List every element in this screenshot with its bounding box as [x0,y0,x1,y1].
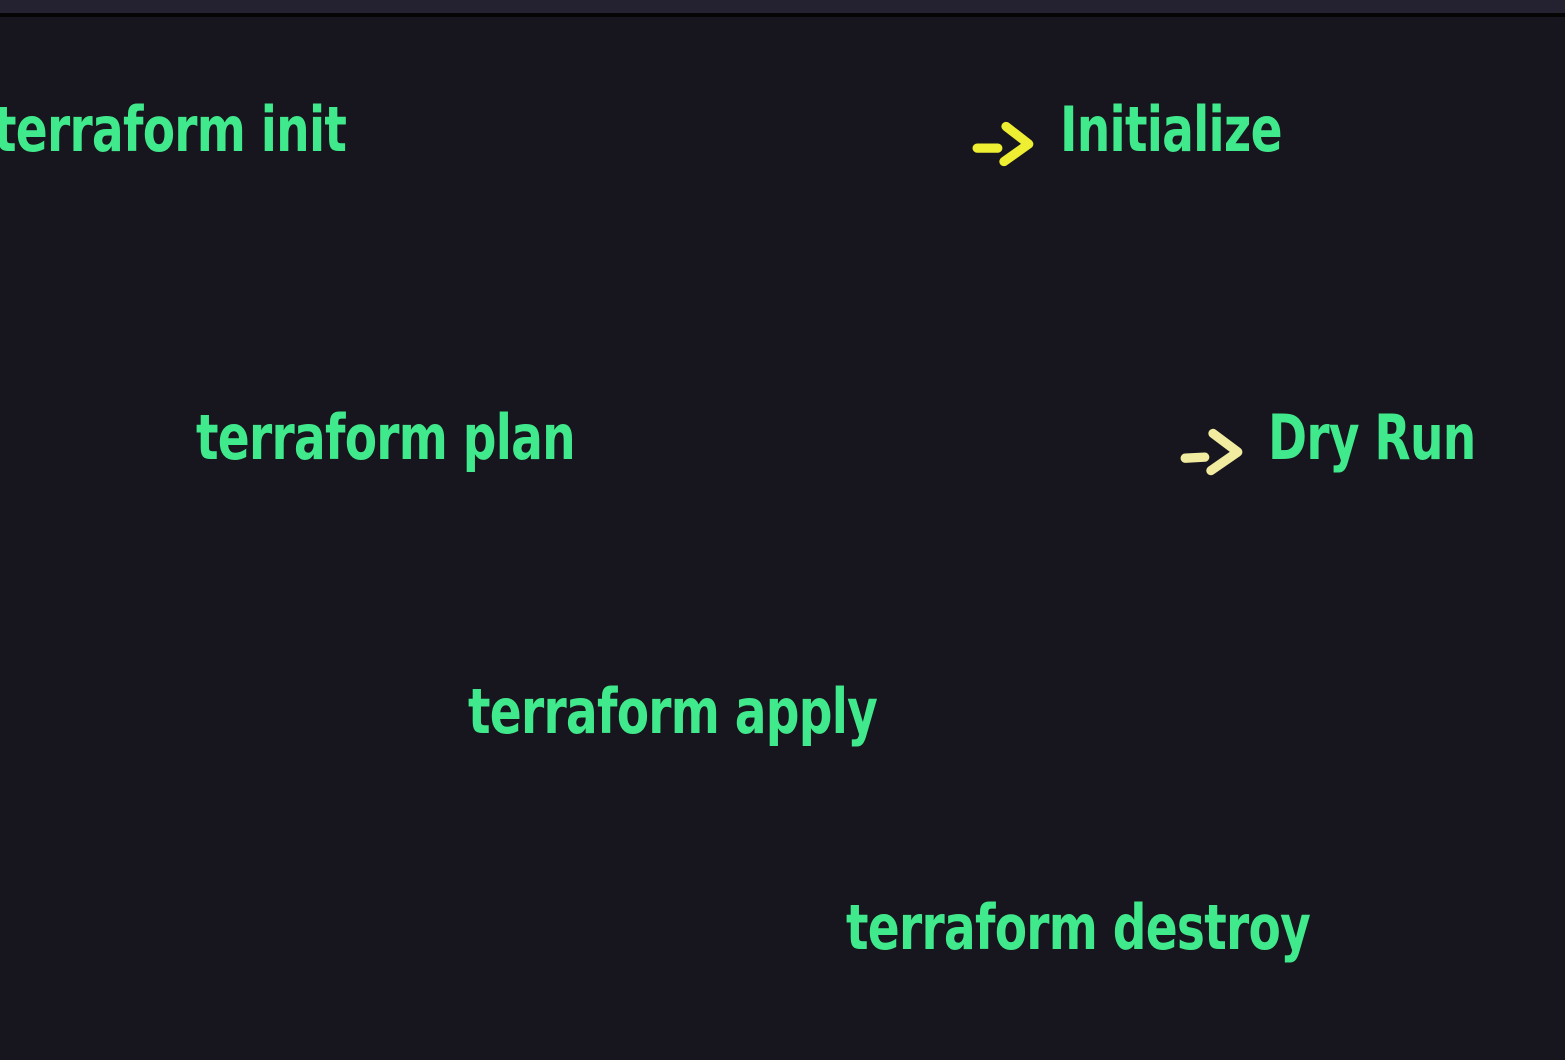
meaning-initialize: Initialize [1060,93,1283,166]
arrow-dash [1180,452,1210,463]
right-arrow-icon [1180,428,1246,476]
window-top-divider [0,13,1565,17]
command-terraform-apply: terraform apply [468,675,878,748]
arrow-chevron [999,121,1034,167]
command-terraform-destroy: terraform destroy [846,891,1311,964]
command-terraform-init: terraform init [0,93,347,166]
meaning-dry-run: Dry Run [1268,401,1476,474]
command-terraform-plan: terraform plan [196,401,576,474]
window-top-strip [0,0,1565,13]
right-arrow-icon [972,120,1038,168]
arrow-chevron [1206,428,1243,476]
